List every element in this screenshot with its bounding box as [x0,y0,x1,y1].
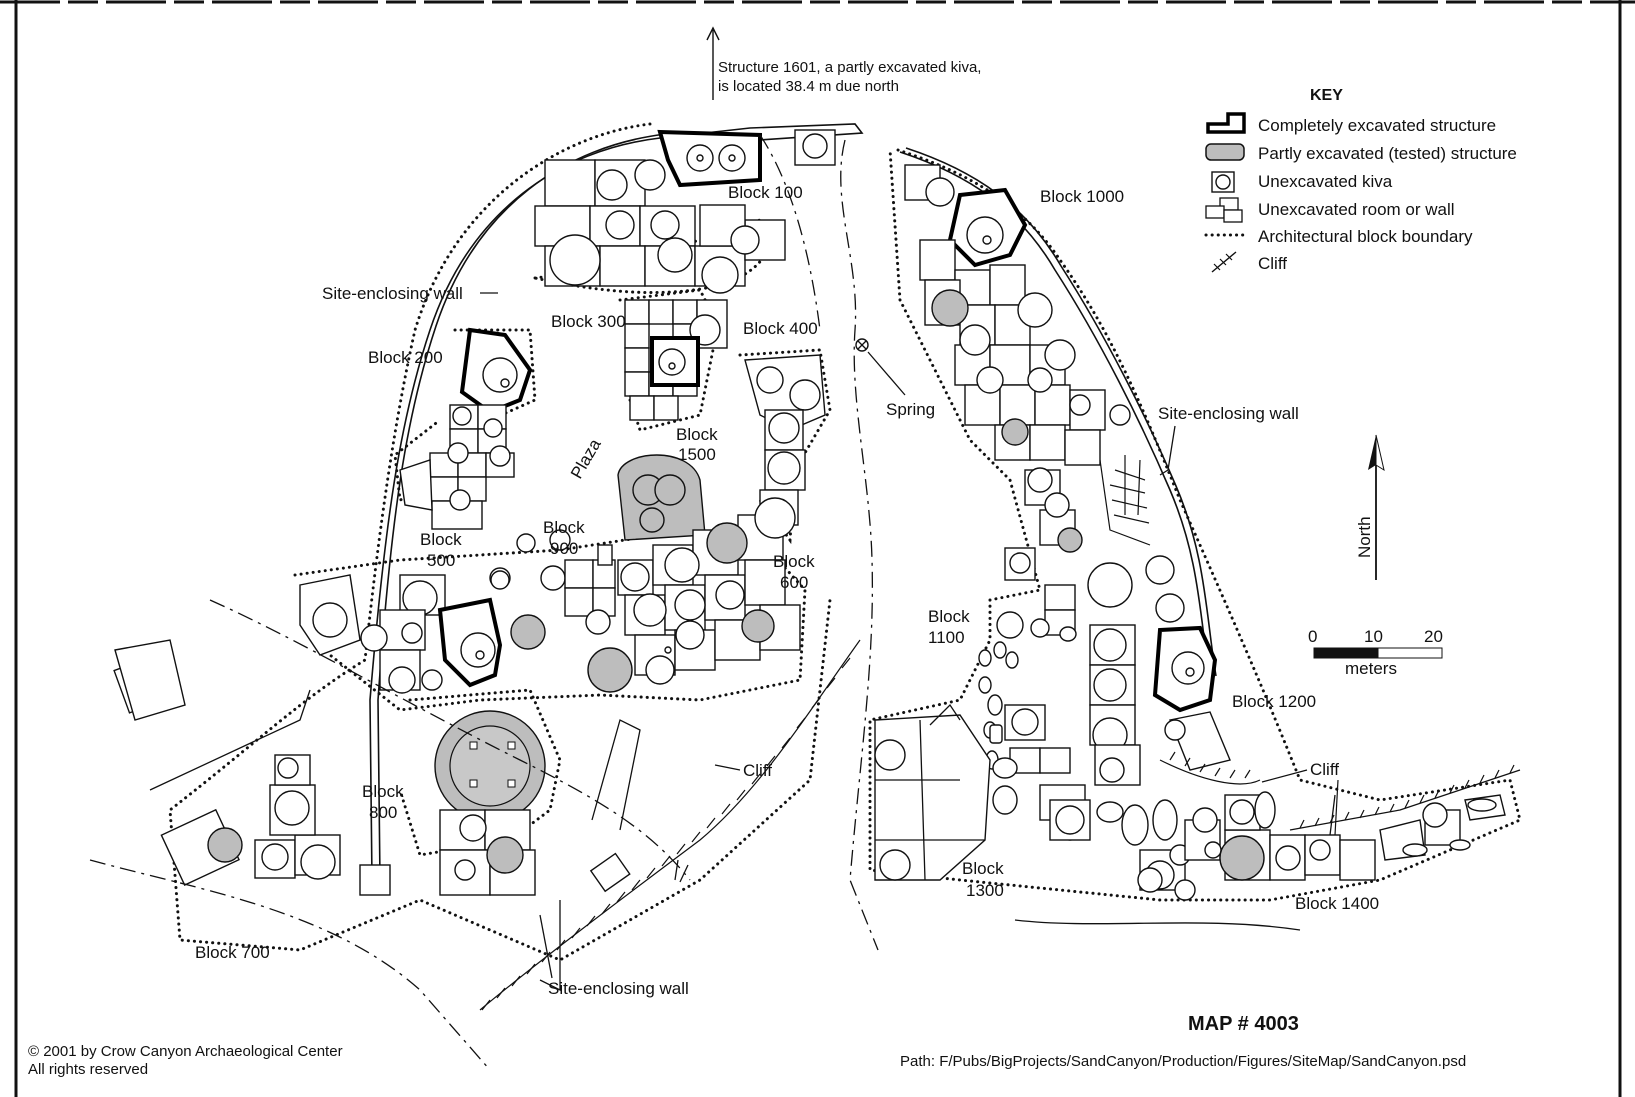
label-plaza: Plaza [567,435,605,482]
key-item-label: Cliff [1258,254,1287,273]
scale-tick-20: 20 [1424,627,1443,646]
scale-tick-10: 10 [1364,627,1383,646]
cliff-east [1159,759,1521,831]
map-labels: Structure 1601, a partly excavated kiva,… [195,26,1379,998]
map-number: MAP # 4003 [1188,1013,1299,1035]
label-block-200: Block 200 [368,348,443,367]
east-site-area [868,147,1522,931]
label-block-300: Block 300 [551,312,626,331]
label-block-1500-line1: Block [676,425,718,444]
label-block-1000: Block 1000 [1040,187,1124,206]
label-block-600-line1: Block [773,552,815,571]
key-item-label: Completely excavated structure [1258,116,1496,135]
block-700-rooms [113,639,631,896]
label-block-100: Block 100 [728,183,803,202]
cliff-east-inner [1099,455,1151,546]
label-block-800-line1: Block [362,782,404,801]
label-block-1400: Block 1400 [1295,894,1379,913]
block-boundary-west-outer [168,122,832,962]
label-block-1100-line1: Block [928,607,970,626]
label-site-enclosing-wall-south: Site-enclosing wall [548,979,689,998]
label-block-1300-line1: Block [962,859,1004,878]
block-200-rooms [399,327,533,530]
block-800-great-kiva [434,710,546,896]
label-block-1500-line2: 1500 [678,445,716,464]
label-cliff-west: Cliff [743,761,772,780]
label-block-800-line2: 800 [369,803,397,822]
cliff-icon [1211,251,1237,273]
block-400-rooms [744,354,826,526]
block-100-rooms [534,129,836,294]
copyright-line1: © 2001 by Crow Canyon Archaeological Cen… [28,1043,343,1060]
cliff-west [479,639,861,1011]
label-block-1100-line2: 1100 [928,628,965,647]
block-1200-rooms [1087,555,1231,786]
label-block-500-line2: 500 [427,551,455,570]
label-block-500-line1: Block [420,530,462,549]
block-300-rooms [624,299,728,421]
scale-tick-0: 0 [1308,627,1317,646]
copyright-line2: All rights reserved [28,1061,148,1078]
unexcavated-kiva-icon [1211,171,1235,193]
label-cliff-east: Cliff [1310,760,1339,779]
block-1400-rooms [1049,791,1506,901]
north-label: North [1355,516,1374,558]
file-path: Path: F/Pubs/BigProjects/SandCanyon/Prod… [900,1053,1466,1070]
key-item-label: Unexcavated room or wall [1258,200,1455,219]
unexcavated-room-icon [1205,197,1243,223]
label-block-400: Block 400 [743,319,818,338]
label-block-600-line2: 600 [780,573,808,592]
canyon-drainage [759,134,906,951]
north-note-line1: Structure 1601, a partly excavated kiva, [718,59,981,76]
label-block-700: Block 700 [195,943,270,962]
label-site-enclosing-wall-east: Site-enclosing wall [1158,404,1299,423]
block-1000-rooms [904,164,1131,581]
label-site-enclosing-wall-west: Site-enclosing wall [322,284,463,303]
label-spring: Spring [886,400,935,419]
west-site-area [89,122,864,1071]
north-arrow: North [1355,434,1385,580]
key-item-label: Partly excavated (tested) structure [1258,144,1517,163]
completely-excavated-structure-icon [1206,112,1246,134]
key-item-label: Unexcavated kiva [1258,172,1393,191]
label-block-1200: Block 1200 [1232,692,1316,711]
label-block-1300-line2: 1300 [966,881,1004,900]
block-1300-rooms [874,703,991,881]
scale-bar: 0 10 20 meters [1308,627,1443,678]
label-block-900-line2: 900 [550,539,578,558]
partly-excavated-structure-icon [1205,143,1245,161]
key-item-label: Architectural block boundary [1258,227,1473,246]
block-boundary-east-outer [868,148,1522,902]
key-title: KEY [1310,87,1343,104]
north-note-line2: is located 38.4 m due north [718,78,899,95]
map-key: KEY Completely excavated structure Partl… [1204,87,1517,273]
block-500-rooms [299,570,546,694]
label-block-900-line1: Block [543,518,585,537]
scale-unit: meters [1345,659,1397,678]
